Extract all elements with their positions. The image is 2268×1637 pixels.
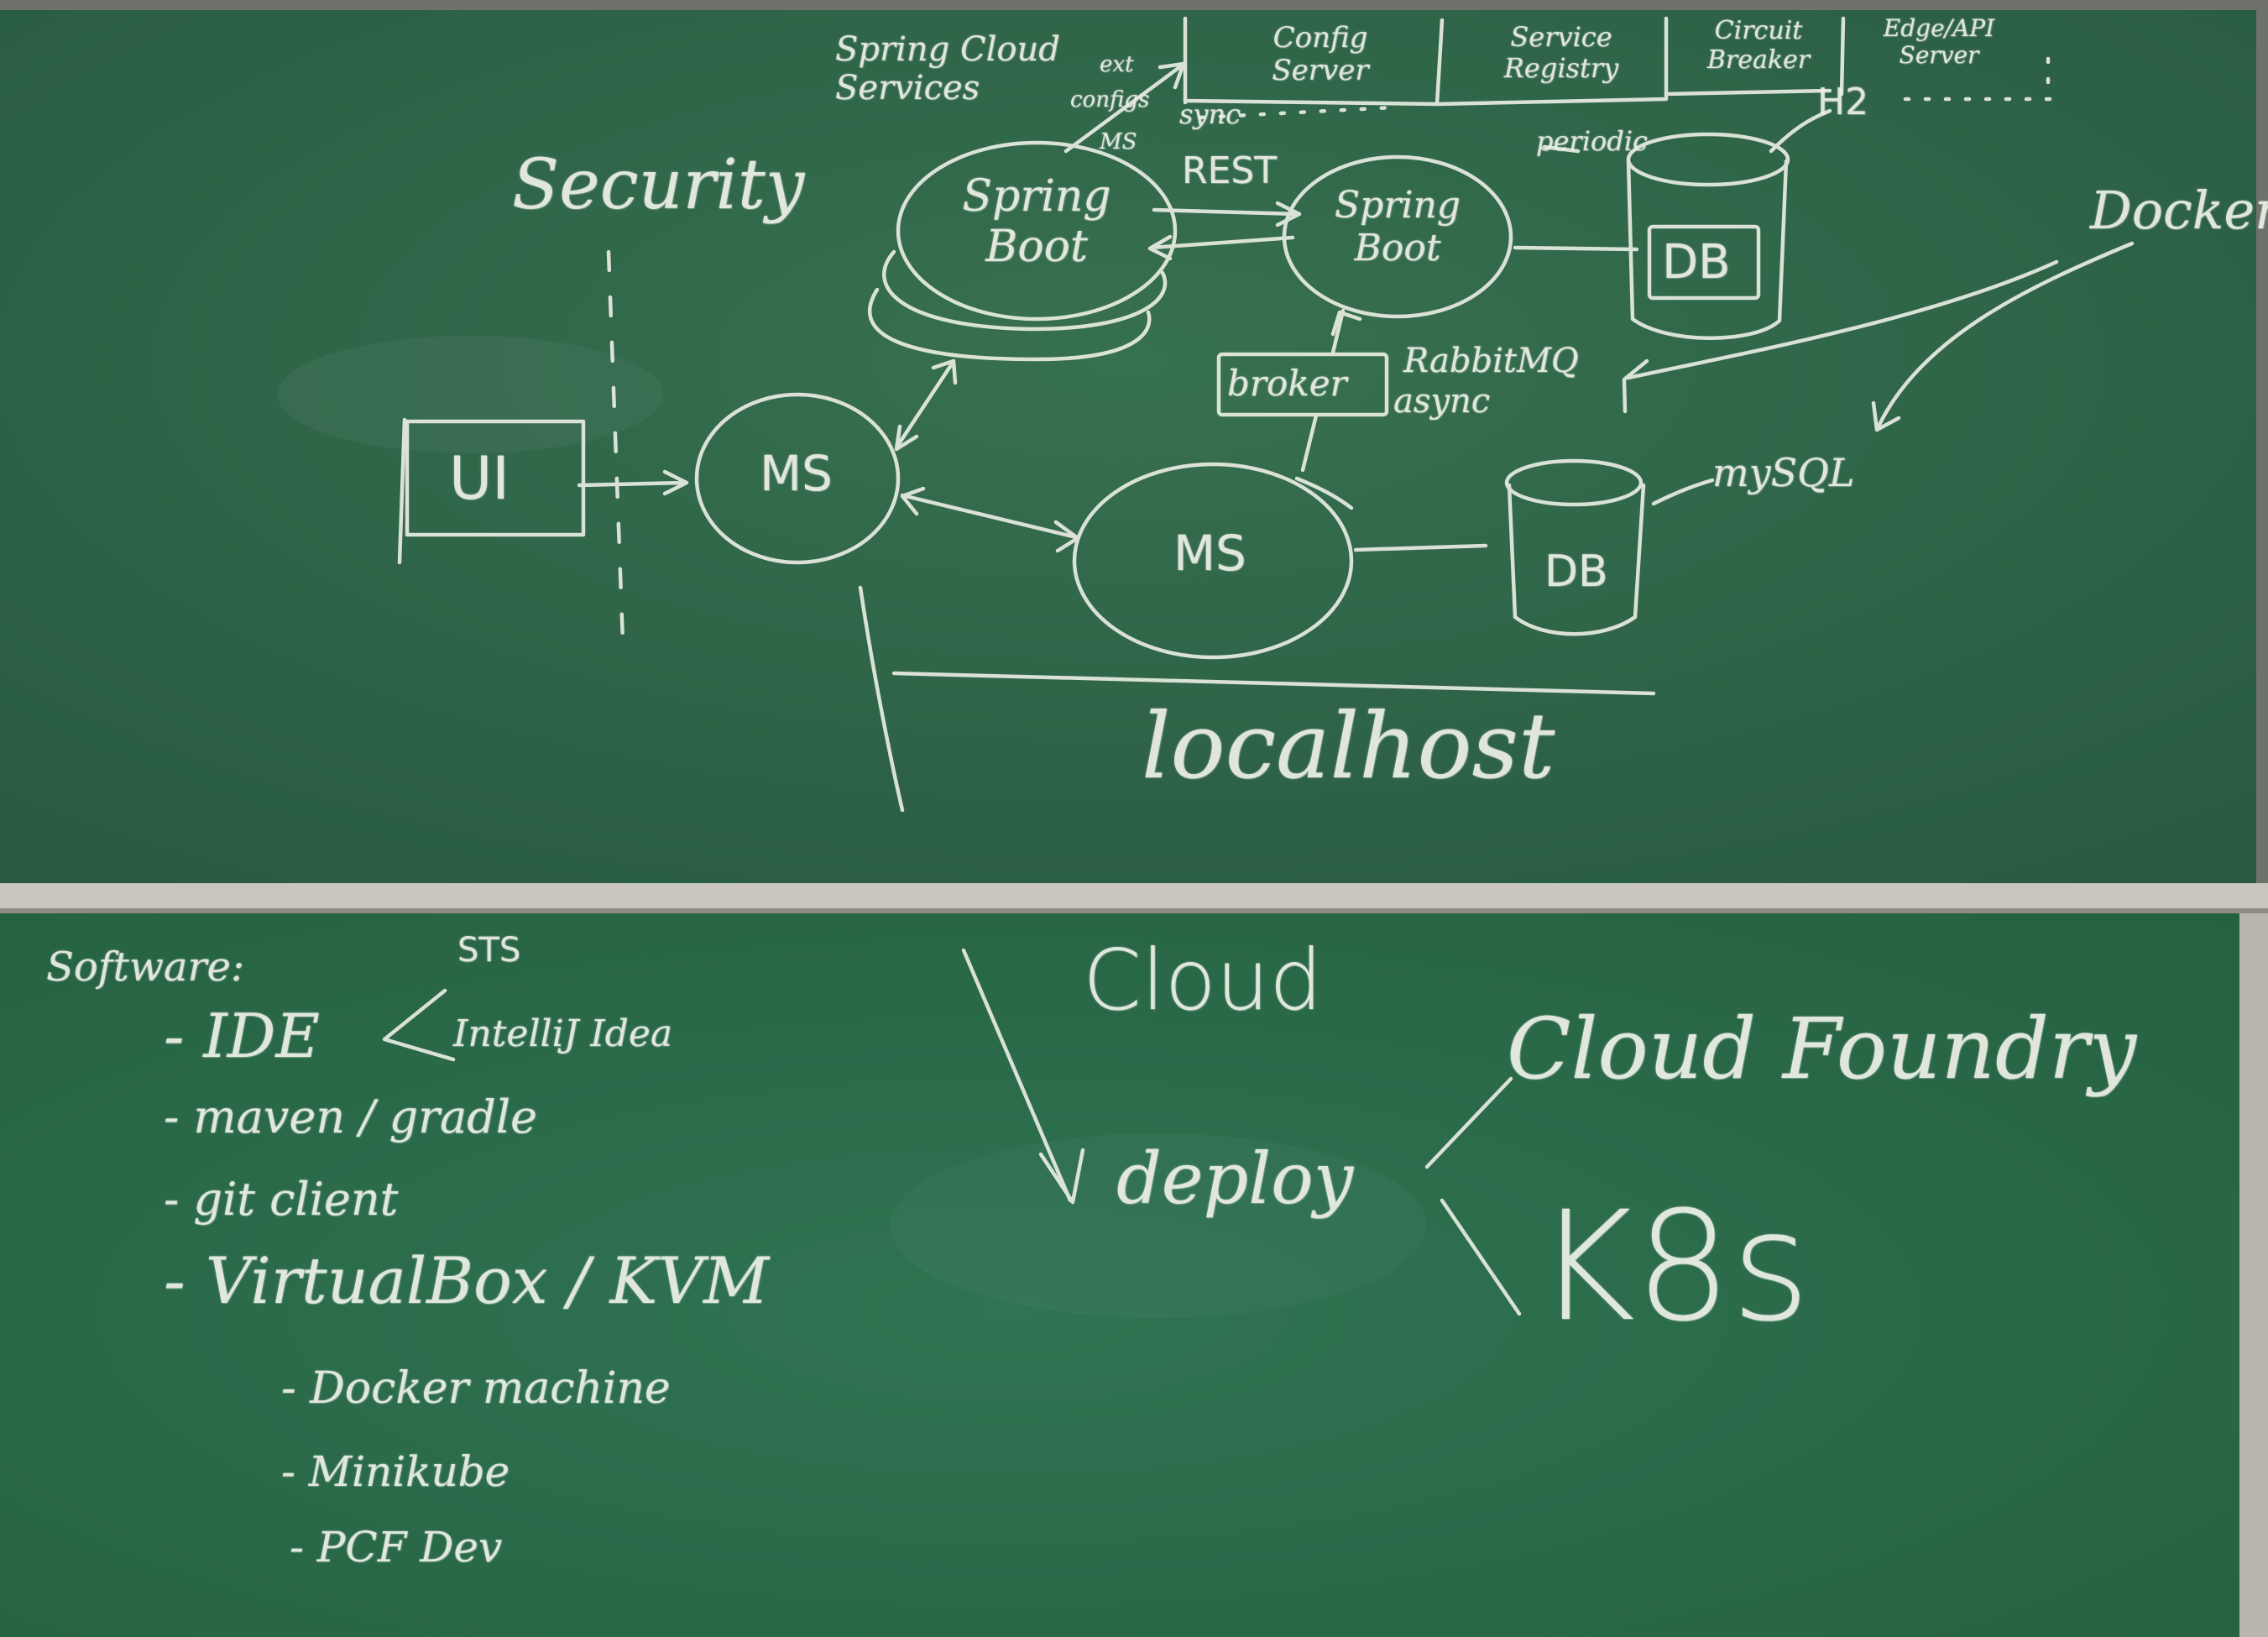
docker-arrow-1 xyxy=(1622,259,2059,414)
ms-2-label: MS xyxy=(1173,525,1246,582)
software-subitem-docker-machine: - Docker machine xyxy=(281,1363,671,1414)
ms-1-label: MS xyxy=(760,445,833,502)
arrow-ui-to-ms xyxy=(577,469,689,496)
scs-box-outline xyxy=(1183,16,1846,107)
cloud-deploy-arrow xyxy=(961,948,1085,1205)
spring-cloud-services-label: Spring Cloud Services xyxy=(835,30,1060,107)
edge-api-server-label: Edge/API Server xyxy=(1883,14,1995,70)
rest-label: REST xyxy=(1182,149,1278,192)
broker-label: broker xyxy=(1227,363,1347,404)
cloud-label: Cloud xyxy=(1083,931,1323,1029)
sts-label: STS xyxy=(457,931,521,970)
db-2-label: DB xyxy=(1544,547,1608,597)
localhost-line xyxy=(891,671,1656,696)
software-subitem-pcf-dev: - PCF Dev xyxy=(290,1523,503,1572)
service-registry-label: Service Registry xyxy=(1503,21,1619,84)
security-label: Security xyxy=(512,145,805,225)
configs-label: configs xyxy=(1070,87,1150,112)
async-label: async xyxy=(1393,382,1491,421)
db-1-label: DB xyxy=(1662,235,1731,290)
ms-1-circle xyxy=(694,392,901,565)
ms-2-circle xyxy=(1072,462,1354,660)
periodic-label: periodic xyxy=(1536,125,1648,157)
db-2-cylinder xyxy=(1504,458,1646,636)
localhost-label: localhost xyxy=(1142,694,1555,799)
h2-label: H2 xyxy=(1817,81,1869,123)
spring-boot-2-label: Spring Boot xyxy=(1335,184,1461,269)
arrow-ms-to-spring-boot xyxy=(894,358,958,452)
mysql-label: mySQL xyxy=(1712,450,1855,495)
ide-bracket xyxy=(382,988,456,1062)
circuit-breaker-label: Circuit Breaker xyxy=(1706,16,1811,75)
k8s-branch xyxy=(1440,1198,1522,1316)
ext-label: ext xyxy=(1100,52,1134,77)
docker-arrow-2 xyxy=(1871,241,2135,432)
broker-box xyxy=(1216,352,1389,417)
top-board xyxy=(0,10,2256,887)
dotted-sync-line xyxy=(1198,56,2059,120)
config-server-label: Config Server xyxy=(1272,21,1369,88)
db-1-cylinder xyxy=(1626,132,1790,340)
deploy-label: deploy xyxy=(1116,1138,1354,1220)
ui-label: UI xyxy=(449,444,510,513)
software-heading: Software: xyxy=(46,944,245,991)
sync-label: sync xyxy=(1179,98,1241,130)
ms-small-label: MS xyxy=(1100,129,1137,154)
software-item-ide: - IDE xyxy=(164,1001,320,1071)
chalk-tray xyxy=(0,883,2268,912)
ui-box xyxy=(405,419,586,537)
docker-label: Docker xyxy=(2090,180,2268,241)
software-item-build: - maven / gradle xyxy=(164,1090,537,1143)
cloud-foundry-label: Cloud Foundry xyxy=(1507,1000,2137,1098)
spring-boot-1-circle xyxy=(896,140,1178,322)
spring-boot-1-label: Spring Boot xyxy=(962,171,1111,272)
security-boundary xyxy=(606,249,625,645)
software-item-git: - git client xyxy=(164,1173,399,1226)
software-item-virtualbox: - VirtualBox / KVM xyxy=(164,1243,769,1318)
bottom-board xyxy=(0,913,2239,1637)
spring-boot-2-circle xyxy=(1282,154,1513,319)
intellij-label: IntelliJ Idea xyxy=(453,1012,673,1055)
cloud-foundry-branch xyxy=(1424,1076,1513,1169)
arrow-ext-configs xyxy=(1063,61,1186,154)
rabbitmq-label: RabbitMQ xyxy=(1403,342,1579,380)
software-subitem-minikube: - Minikube xyxy=(281,1447,510,1496)
k8s-label: K8s xyxy=(1536,1179,1811,1355)
